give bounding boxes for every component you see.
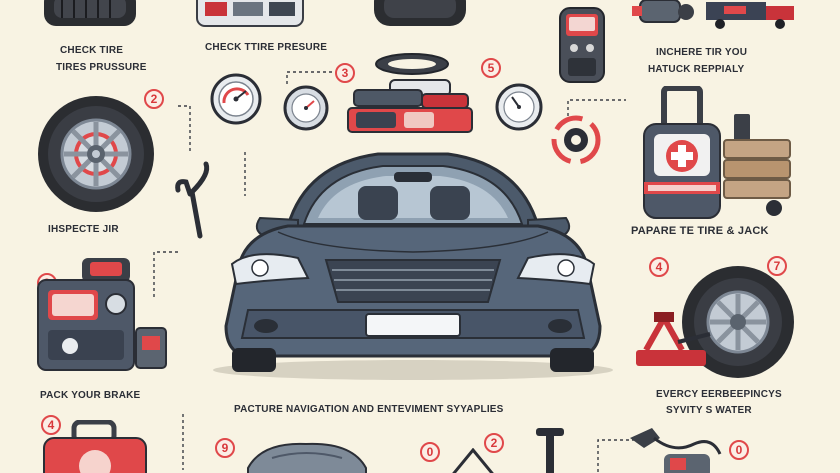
step-badge: 2: [144, 89, 164, 109]
label-evercy: EVERCY EERBEEPINCYS: [656, 389, 782, 400]
connector-line: [244, 152, 246, 196]
step-badge: 7: [767, 256, 787, 276]
label-pacture-navigation: PACTURE NAVIGATION AND ENTEVIMENT SYYAPL…: [234, 404, 504, 415]
warning-triangle-icon: [452, 448, 494, 473]
top-right-truck-icon: [706, 2, 794, 29]
air-compressor-icon: [37, 258, 167, 371]
label-syvity-water: SYVITY S WATER: [666, 405, 752, 416]
label-pack-your-brake: PACK YOUR BRAKE: [40, 390, 141, 401]
step-badge: 4: [649, 257, 669, 277]
top-tire-left-icon: [44, 0, 136, 26]
connector-line: [567, 99, 626, 116]
label-tires-pressure: TIRES PRUSSURE: [56, 62, 147, 73]
label-inchere: INCHERE TIR YOU: [656, 47, 748, 58]
blanket-icon: [247, 442, 367, 473]
supplies-stack-icon: [723, 114, 791, 216]
jumper-cable-icon: [630, 428, 722, 473]
top-right-compressor-icon: [632, 0, 694, 23]
label-hatuck: HATUCK REPPIALY: [648, 64, 745, 75]
label-inspect: IHSPECTE JIR: [48, 224, 119, 235]
label-pare-tire-jack: PAPARE TE TIRE & JACK: [631, 225, 769, 237]
stacked-supplies-icon: [347, 53, 473, 133]
top-tire-gauge-device-icon: [559, 7, 605, 83]
label-check-ttire-pressure: CHECK TTIRE PRESURE: [205, 42, 328, 53]
wheel-target-icon: [551, 115, 601, 165]
step-badge: 5: [481, 58, 501, 78]
step-badge: 2: [484, 433, 504, 453]
connector-line: [153, 251, 178, 298]
label-check-tire: CHECK TIRE: [60, 45, 124, 56]
pressure-gauge-icon: [283, 85, 329, 131]
red-bag-icon: [43, 420, 147, 473]
top-toolkit-case-icon: [196, 0, 304, 27]
car-illustration: [213, 152, 613, 380]
connector-line: [597, 439, 634, 472]
pressure-gauge-icon: [495, 83, 543, 131]
spare-tire-icon: [38, 96, 154, 212]
connector-line: [182, 414, 184, 470]
pressure-gauge-icon: [210, 73, 262, 125]
step-badge: 3: [335, 63, 355, 83]
car-jack-tire-icon: [636, 266, 794, 378]
first-aid-suitcase-icon: [643, 86, 721, 219]
flashlight-icon: [536, 428, 564, 473]
step-badge: 0: [420, 442, 440, 462]
connector-line: [286, 71, 333, 84]
step-badge: 4: [41, 415, 61, 435]
top-tire-center-icon: [374, 0, 466, 26]
step-badge: 9: [215, 438, 235, 458]
step-badge: 0: [729, 440, 749, 460]
lug-wrench-icon: [175, 161, 210, 239]
connector-line: [178, 105, 191, 154]
